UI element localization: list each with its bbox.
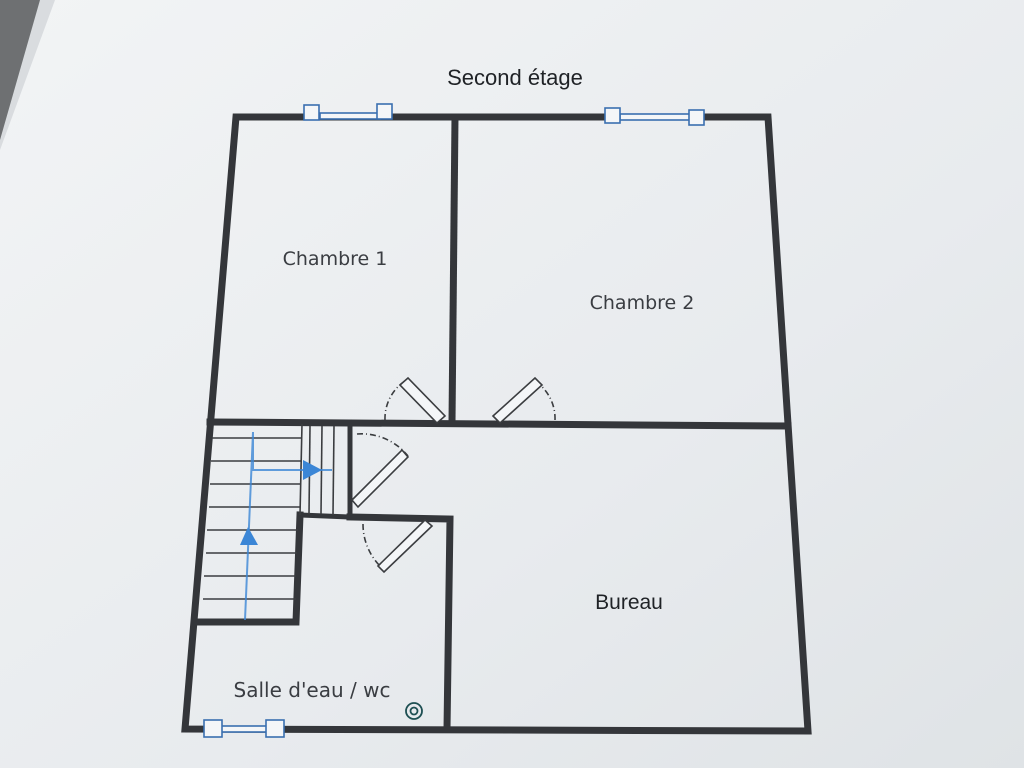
window-icon [604,107,705,126]
plan-title: Second étage [447,65,583,90]
doors [350,376,556,574]
drain-icon [405,702,423,720]
door-swing-icon [350,433,410,509]
room-label-salle-eau: Salle d'eau / wc [234,678,391,702]
room-label-chambre-2: Chambre 2 [590,292,695,314]
outer-wall [181,113,812,735]
door-swing-icon [491,376,556,425]
window-icon [203,719,285,738]
wall-stair-bottom [191,511,304,626]
wall-corridor [206,418,792,430]
wall-wc [346,513,454,733]
door-swing-icon [384,376,447,425]
windows [203,103,705,738]
room-label-chambre-1: Chambre 1 [283,248,388,270]
stair-up-arrow-icon [240,431,332,621]
walls [181,113,812,735]
window-icon [303,103,393,121]
room-label-bureau: Bureau [595,591,663,614]
door-swing-icon [362,518,434,574]
wall-chambres [448,113,459,426]
